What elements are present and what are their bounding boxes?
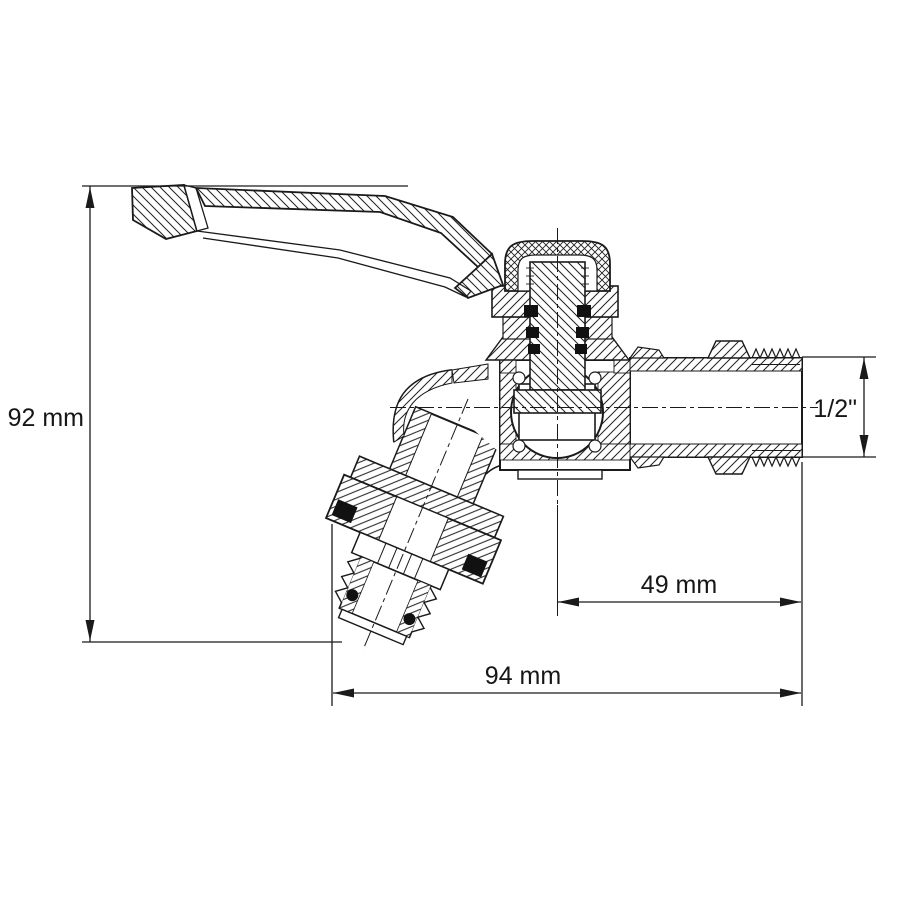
handle-web [196, 230, 472, 292]
dimension-94mm [331, 462, 803, 706]
arrowhead [85, 620, 95, 641]
seat-seal [512, 439, 526, 453]
pipe-thread [751, 455, 801, 468]
arrowhead [333, 688, 354, 698]
stem-seal [576, 327, 589, 338]
handle-arm [453, 252, 505, 300]
o-ring-seal [403, 613, 416, 626]
dimension-label-94mm: 94 mm [485, 662, 561, 690]
arrowhead [780, 597, 801, 607]
dimension-label-49mm: 49 mm [641, 571, 717, 599]
o-ring-seal [331, 499, 358, 524]
hex-flat [706, 456, 752, 475]
lever-handle [131, 184, 505, 300]
stem-seal [577, 305, 591, 317]
handle-bar [194, 187, 494, 269]
elbow-wall-section [392, 369, 453, 443]
bonnet-and-stem [484, 240, 631, 414]
arrowhead [859, 435, 869, 456]
arrowhead [558, 597, 579, 607]
dimension-height-92mm [82, 185, 408, 643]
stem-seal [526, 327, 539, 338]
pipe-thread [751, 347, 801, 360]
dimension-label-height: 92 mm [8, 404, 84, 432]
arrowhead [780, 688, 801, 698]
o-ring-seal [346, 589, 359, 602]
centerlines [362, 228, 818, 651]
dimension-label-thread: 1/2" [813, 395, 857, 423]
hex-flat [706, 340, 752, 359]
dimension-49mm [558, 597, 801, 607]
o-ring-seal [461, 553, 488, 578]
stem-seal [575, 344, 587, 354]
arrowhead [859, 358, 869, 379]
spout-centerline [362, 398, 469, 651]
seat-seal [588, 439, 602, 453]
arrowhead [85, 187, 95, 208]
handle-web [202, 237, 467, 298]
stem-seal [528, 344, 540, 354]
dimension-thread-half-inch [802, 356, 876, 458]
seat-seal [588, 371, 602, 385]
seat-seal [512, 371, 526, 385]
stem-seal [524, 305, 538, 317]
